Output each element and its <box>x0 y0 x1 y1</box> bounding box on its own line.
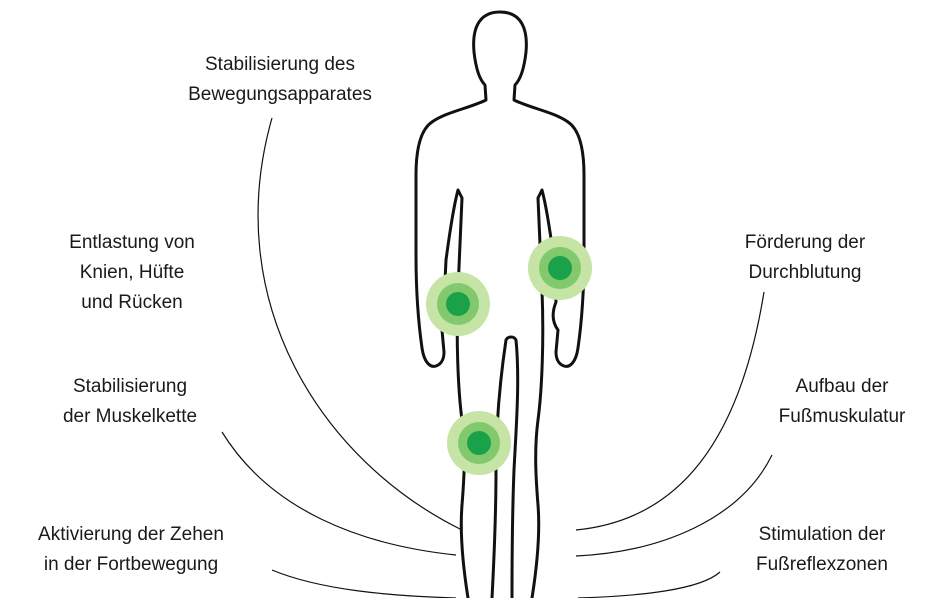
label-line: Aufbau der <box>752 372 932 402</box>
connector-lines <box>222 118 772 598</box>
label-aktivierung-zehen: Aktivierung der Zehen in der Fortbewegun… <box>6 520 256 580</box>
label-fussmuskulatur: Aufbau der Fußmuskulatur <box>752 372 932 432</box>
label-fussreflexzonen: Stimulation der Fußreflexzonen <box>730 520 914 580</box>
label-line: Bewegungsapparates <box>168 80 392 110</box>
connector-fussreflexzonen <box>578 572 720 598</box>
label-line: Fußreflexzonen <box>730 550 914 580</box>
label-line: der Muskelkette <box>38 402 222 432</box>
highlight-knee <box>447 411 511 475</box>
label-stabilisierung-muskelkette: Stabilisierung der Muskelkette <box>38 372 222 432</box>
label-entlastung: Entlastung von Knien, Hüfte und Rücken <box>40 228 224 318</box>
label-line: Aktivierung der Zehen <box>6 520 256 550</box>
label-durchblutung: Förderung der Durchblutung <box>712 228 898 288</box>
label-line: Stimulation der <box>730 520 914 550</box>
highlight-hip-left <box>426 272 490 336</box>
label-line: Durchblutung <box>712 258 898 288</box>
label-line: Entlastung von <box>40 228 224 258</box>
connector-durchblutung <box>576 292 764 530</box>
label-line: und Rücken <box>40 288 224 318</box>
connector-aktivierung-zehen <box>272 570 456 598</box>
connector-stabilisierung-bewegung <box>258 118 462 530</box>
highlight-hip-right <box>528 236 592 300</box>
label-line: Förderung der <box>712 228 898 258</box>
label-line: in der Fortbewegung <box>6 550 256 580</box>
label-line: Stabilisierung <box>38 372 222 402</box>
label-line: Stabilisierung des <box>168 50 392 80</box>
label-stabilisierung-bewegungsapparat: Stabilisierung des Bewegungsapparates <box>168 50 392 110</box>
label-line: Fußmuskulatur <box>752 402 932 432</box>
connector-stabilisierung-muskel <box>222 432 456 555</box>
label-line: Knien, Hüfte <box>40 258 224 288</box>
